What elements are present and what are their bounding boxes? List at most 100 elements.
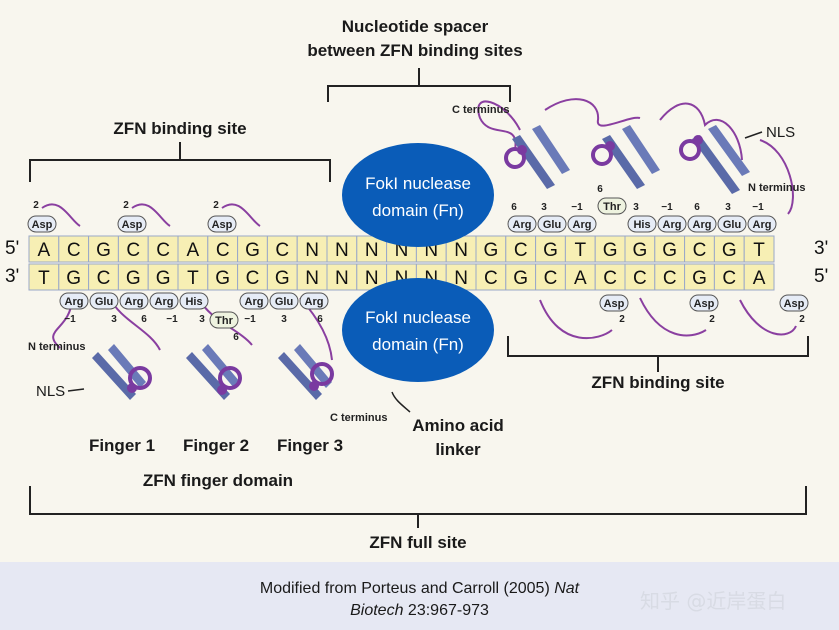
watermark: 知乎 @近岸蛋白 [640,589,787,613]
bottom-strand-5prime: 5' [814,266,828,287]
bottom-strand-base: C [97,268,111,289]
citation-prefix: Modified from Porteus and Carroll (2005) [259,580,555,597]
top-residue-bubble [207,215,237,233]
bottom-strand-base: C [544,268,558,289]
citation-line-2: Biotech 23:967-973 [0,602,839,620]
amino-acid-linker-pointer [391,391,411,413]
linker-label-line2: linker [435,440,481,459]
top-residue-position: 3 [541,202,547,213]
right-finger-ribbon-1 [504,125,570,189]
top-strand-cell [743,235,775,263]
top-strand-base: G [245,240,260,261]
foki-bottom-line1: FokI nuclease [365,308,471,327]
top-strand-base: G [662,240,677,261]
foki-top-line2: domain (Fn) [372,201,464,220]
bottom-strand-cell [654,263,686,291]
top-strand-cell [147,235,179,263]
bottom-strand-base: G [215,268,230,289]
top-strand-5prime: 5' [5,238,19,259]
top-strand-base: C [67,240,81,261]
bottom-strand-base: T [187,268,199,289]
bottom-strand-cell [296,263,328,291]
bottom-residue-bubble [179,292,209,310]
bottom-strand-base: G [126,268,141,289]
top-residue-position: 2 [33,200,39,211]
top-strand-cell [28,235,60,263]
top-strand-base: G [722,240,737,261]
top-residue-bubble [627,215,657,233]
bottom-residue-name: Thr [215,315,233,327]
bottom-strand-base: C [722,268,736,289]
bottom-residue-name: Arg [65,296,84,308]
finger-3-ribbon [278,344,334,400]
nls-right-label: NLS [766,124,795,141]
top-strand-cell [326,235,358,263]
c-terminus-top-label: C terminus [452,104,509,116]
bottom-residue-name: His [185,296,202,308]
finger-ribbons [92,125,750,400]
bottom-strand-cell [117,263,149,291]
bottom-strand-cell [535,263,566,291]
bottom-strand-base: C [246,268,260,289]
top-residue-position: 6 [511,202,517,213]
top-strand-cell [564,235,596,263]
top-strand-base: C [156,240,170,261]
bottom-strand-base: G [513,268,528,289]
bottom-strand-base: N [454,268,468,289]
bottom-residue-position: 2 [709,314,715,325]
right-binding-site-label: ZFN binding site [591,373,724,392]
top-residue-position: 2 [213,200,219,211]
bottom-residue-name: Arg [125,296,144,308]
foki-domain-top [342,143,494,247]
bottom-residue-bubble [299,292,329,310]
finger-1-label: Finger 1 [89,436,155,455]
bottom-strand-base: G [66,268,81,289]
top-strand-base: A [187,240,200,261]
top-strand-3prime: 3' [814,238,828,259]
top-residue-bubble [27,215,57,233]
top-residue-position: 6 [694,202,700,213]
top-residue-bubble [747,215,777,233]
right-finger-ribbon-2 [591,125,660,189]
top-strand-cell [535,235,566,263]
top-strand-base: N [305,240,319,261]
top-residue-name: Arg [513,219,532,231]
top-residue-name: Asp [212,219,233,231]
bottom-residue-position: 2 [619,314,625,325]
bottom-strand-base: C [484,268,498,289]
full-site-bracket [29,486,807,528]
left-site-bracket [29,142,331,182]
top-strand-cell [207,235,239,263]
bottom-residue-position: −1 [64,314,76,325]
top-residue-bubble [657,215,687,233]
top-residue-position: −1 [571,202,583,213]
bottom-residue-bubble [59,292,89,310]
top-strand-base: N [335,240,349,261]
top-residue-position: 3 [725,202,731,213]
bottom-residue-position: 6 [233,332,239,343]
bottom-strand-base: C [603,268,617,289]
top-strand-base: A [38,240,51,261]
bottom-residue-bubble [89,292,119,310]
bottom-residue-name: Asp [784,298,805,310]
n-terminus-left-label: N terminus [28,341,85,353]
citation-footer [0,562,839,630]
top-strand-base: G [603,240,618,261]
bottom-strand-base: T [38,268,50,289]
bottom-residue-position: 3 [281,314,287,325]
right-site-bracket [507,336,809,372]
finger-2-ribbon [186,344,242,400]
top-strand-base: C [514,240,528,261]
top-strand-cell [594,235,626,263]
linker-label-line1: Amino acid [412,416,504,435]
citation-journal-a: Nat [554,580,580,597]
top-strand-base: C [126,240,140,261]
finger-2-label: Finger 2 [183,436,249,455]
top-residue-position: −1 [661,202,673,213]
top-residue-bubble [537,215,567,233]
top-residue-name: Glu [543,219,561,231]
bottom-strand-cell [564,263,596,291]
